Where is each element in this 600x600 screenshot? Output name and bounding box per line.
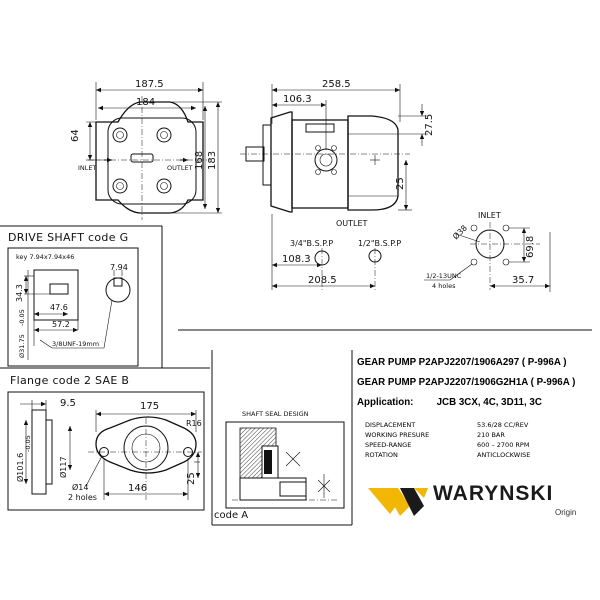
spec-label: SPEED-RANGE bbox=[365, 441, 412, 449]
pump-model-line-1: GEAR PUMP P2APJ2207/1906A297 ( P-996A ) bbox=[357, 356, 567, 368]
seal-frame bbox=[225, 421, 345, 509]
seal-code: code A bbox=[214, 510, 248, 521]
spec-value: 600 – 2700 RPM bbox=[477, 441, 530, 449]
seal-title: SHAFT SEAL DESIGN bbox=[242, 410, 309, 418]
dim-shaft-step: 34.3 bbox=[15, 284, 24, 302]
dim-flange-width: 184 bbox=[136, 97, 155, 108]
spec-label: ROTATION bbox=[365, 451, 398, 459]
side-view-body bbox=[270, 111, 293, 213]
dim-flange-bore: Ø117 bbox=[58, 456, 68, 478]
inlet-dia: Ø38 bbox=[450, 223, 469, 242]
outlet-port-left: 3/4"B.S.P.P bbox=[290, 239, 333, 248]
flange-holes-label: 2 holes bbox=[68, 493, 97, 502]
dim-port-spacing: 64 bbox=[70, 129, 81, 142]
flange-side-icon bbox=[31, 409, 47, 495]
spec-row: SPEED-RANGE 600 – 2700 RPM bbox=[365, 441, 529, 449]
inlet-holes: 4 holes bbox=[432, 282, 456, 290]
dim-key-width: 7.94 bbox=[110, 263, 128, 272]
dim-flange-width: 175 bbox=[140, 401, 159, 412]
dim-hole-spacing: 146 bbox=[128, 483, 147, 494]
dim-outlet-second: 208.5 bbox=[308, 275, 337, 286]
inlet-title: INLET bbox=[478, 211, 501, 220]
outlet-port-label: OUTLET bbox=[167, 164, 193, 172]
outlet-port-right: 1/2"B.S.P.P bbox=[358, 239, 401, 248]
bolt-hole-icon bbox=[112, 127, 128, 143]
brand-tagline: Origin bbox=[555, 508, 577, 517]
top-view-face bbox=[107, 117, 197, 205]
flange-title: Flange code 2 SAE B bbox=[10, 374, 129, 387]
spec-row: WORKING PRESURE 210 BAR bbox=[365, 431, 505, 439]
spec-value: ANTICLOCKWISE bbox=[477, 451, 531, 459]
dim-pilot-depth: 9.5 bbox=[60, 398, 76, 409]
dim-key-length: 47.6 bbox=[50, 303, 68, 312]
dim-overall-width: 187.5 bbox=[135, 79, 164, 90]
bolt-hole-icon bbox=[112, 178, 128, 194]
application-line: Application: JCB 3CX, 4C, 3D11, 3C bbox=[357, 396, 542, 408]
shaft-side-icon bbox=[33, 269, 79, 321]
dim-flange-thickness: 25 bbox=[186, 472, 197, 485]
dim-overall-height: 183 bbox=[207, 151, 218, 170]
drive-shaft-detail: DRIVE SHAFT code G key 7.94x7.94x46 34.3… bbox=[0, 225, 163, 368]
dim-shaft-tolerance: -0.05 bbox=[18, 309, 26, 326]
flange-frame bbox=[7, 391, 205, 511]
application-value: JCB 3CX, 4C, 3D11, 3C bbox=[436, 396, 542, 408]
bolt-hole-icon bbox=[156, 127, 172, 143]
inlet-thread: 1/2-13UNC bbox=[426, 272, 462, 280]
application-label: Application: bbox=[357, 396, 414, 408]
dim-outlet-first: 108.3 bbox=[282, 254, 311, 265]
dim-port-to-base: 25 bbox=[395, 177, 406, 190]
spec-row: ROTATION ANTICLOCKWISE bbox=[365, 451, 530, 459]
dim-port-offset: 27.5 bbox=[424, 114, 435, 136]
dim-overall-length: 258.5 bbox=[322, 79, 351, 90]
flange-detail: Flange code 2 SAE B 9.5 Ø101.6 -0.05 175… bbox=[0, 367, 210, 511]
pump-model-line-2: GEAR PUMP P2APJ2207/1906G2H1A ( P-996A ) bbox=[357, 376, 576, 388]
dim-pilot-tol: -0.05 bbox=[24, 435, 32, 452]
spec-label: DISPLACEMENT bbox=[365, 421, 416, 429]
shaft-seal-detail: SHAFT SEAL DESIGN code A bbox=[178, 329, 592, 526]
side-view-front-section bbox=[291, 119, 349, 209]
dim-shaft-dia: Ø31.75 bbox=[18, 334, 26, 358]
spec-label: WORKING PRESURE bbox=[365, 431, 430, 439]
inlet-bolt-span: 69.8 bbox=[525, 236, 536, 258]
spec-row: DISPLACEMENT 53.6/28 CC/REV bbox=[365, 421, 528, 429]
warynski-logo-icon bbox=[368, 488, 428, 516]
inlet-port-label: INLET bbox=[78, 164, 97, 172]
brand-name: WARYNSKI bbox=[433, 482, 554, 505]
flange-face-icon bbox=[95, 416, 197, 474]
drive-shaft-frame bbox=[7, 247, 139, 367]
dim-port-height: 168 bbox=[194, 151, 205, 170]
side-view: 258.5 106.3 27.5 25 OUTLET 3/4"B.S.P.P 1… bbox=[240, 79, 551, 292]
dim-flange-holes: Ø14 bbox=[72, 482, 88, 492]
dim-shaft-to-face: 106.3 bbox=[283, 94, 312, 105]
spec-value: 210 BAR bbox=[477, 431, 505, 439]
bolt-hole-icon bbox=[156, 178, 172, 194]
inlet-offset: 35.7 bbox=[512, 275, 534, 286]
shaft-key: key 7.94x7.94x46 bbox=[16, 253, 74, 261]
dim-flange-radius: R16 bbox=[186, 419, 202, 428]
dim-shaft-length: 57.2 bbox=[52, 320, 70, 329]
spec-value: 53.6/28 CC/REV bbox=[477, 421, 529, 429]
drive-shaft-title: DRIVE SHAFT code G bbox=[8, 231, 128, 244]
outlet-title: OUTLET bbox=[336, 219, 368, 228]
shaft-end-icon bbox=[105, 277, 131, 303]
dim-pilot-dia: Ø101.6 bbox=[15, 453, 25, 482]
top-view: INLET OUTLET 187.5 184 64 168 183 bbox=[70, 79, 222, 220]
shaft-thread: 3/8UNF-19mm bbox=[52, 340, 99, 348]
